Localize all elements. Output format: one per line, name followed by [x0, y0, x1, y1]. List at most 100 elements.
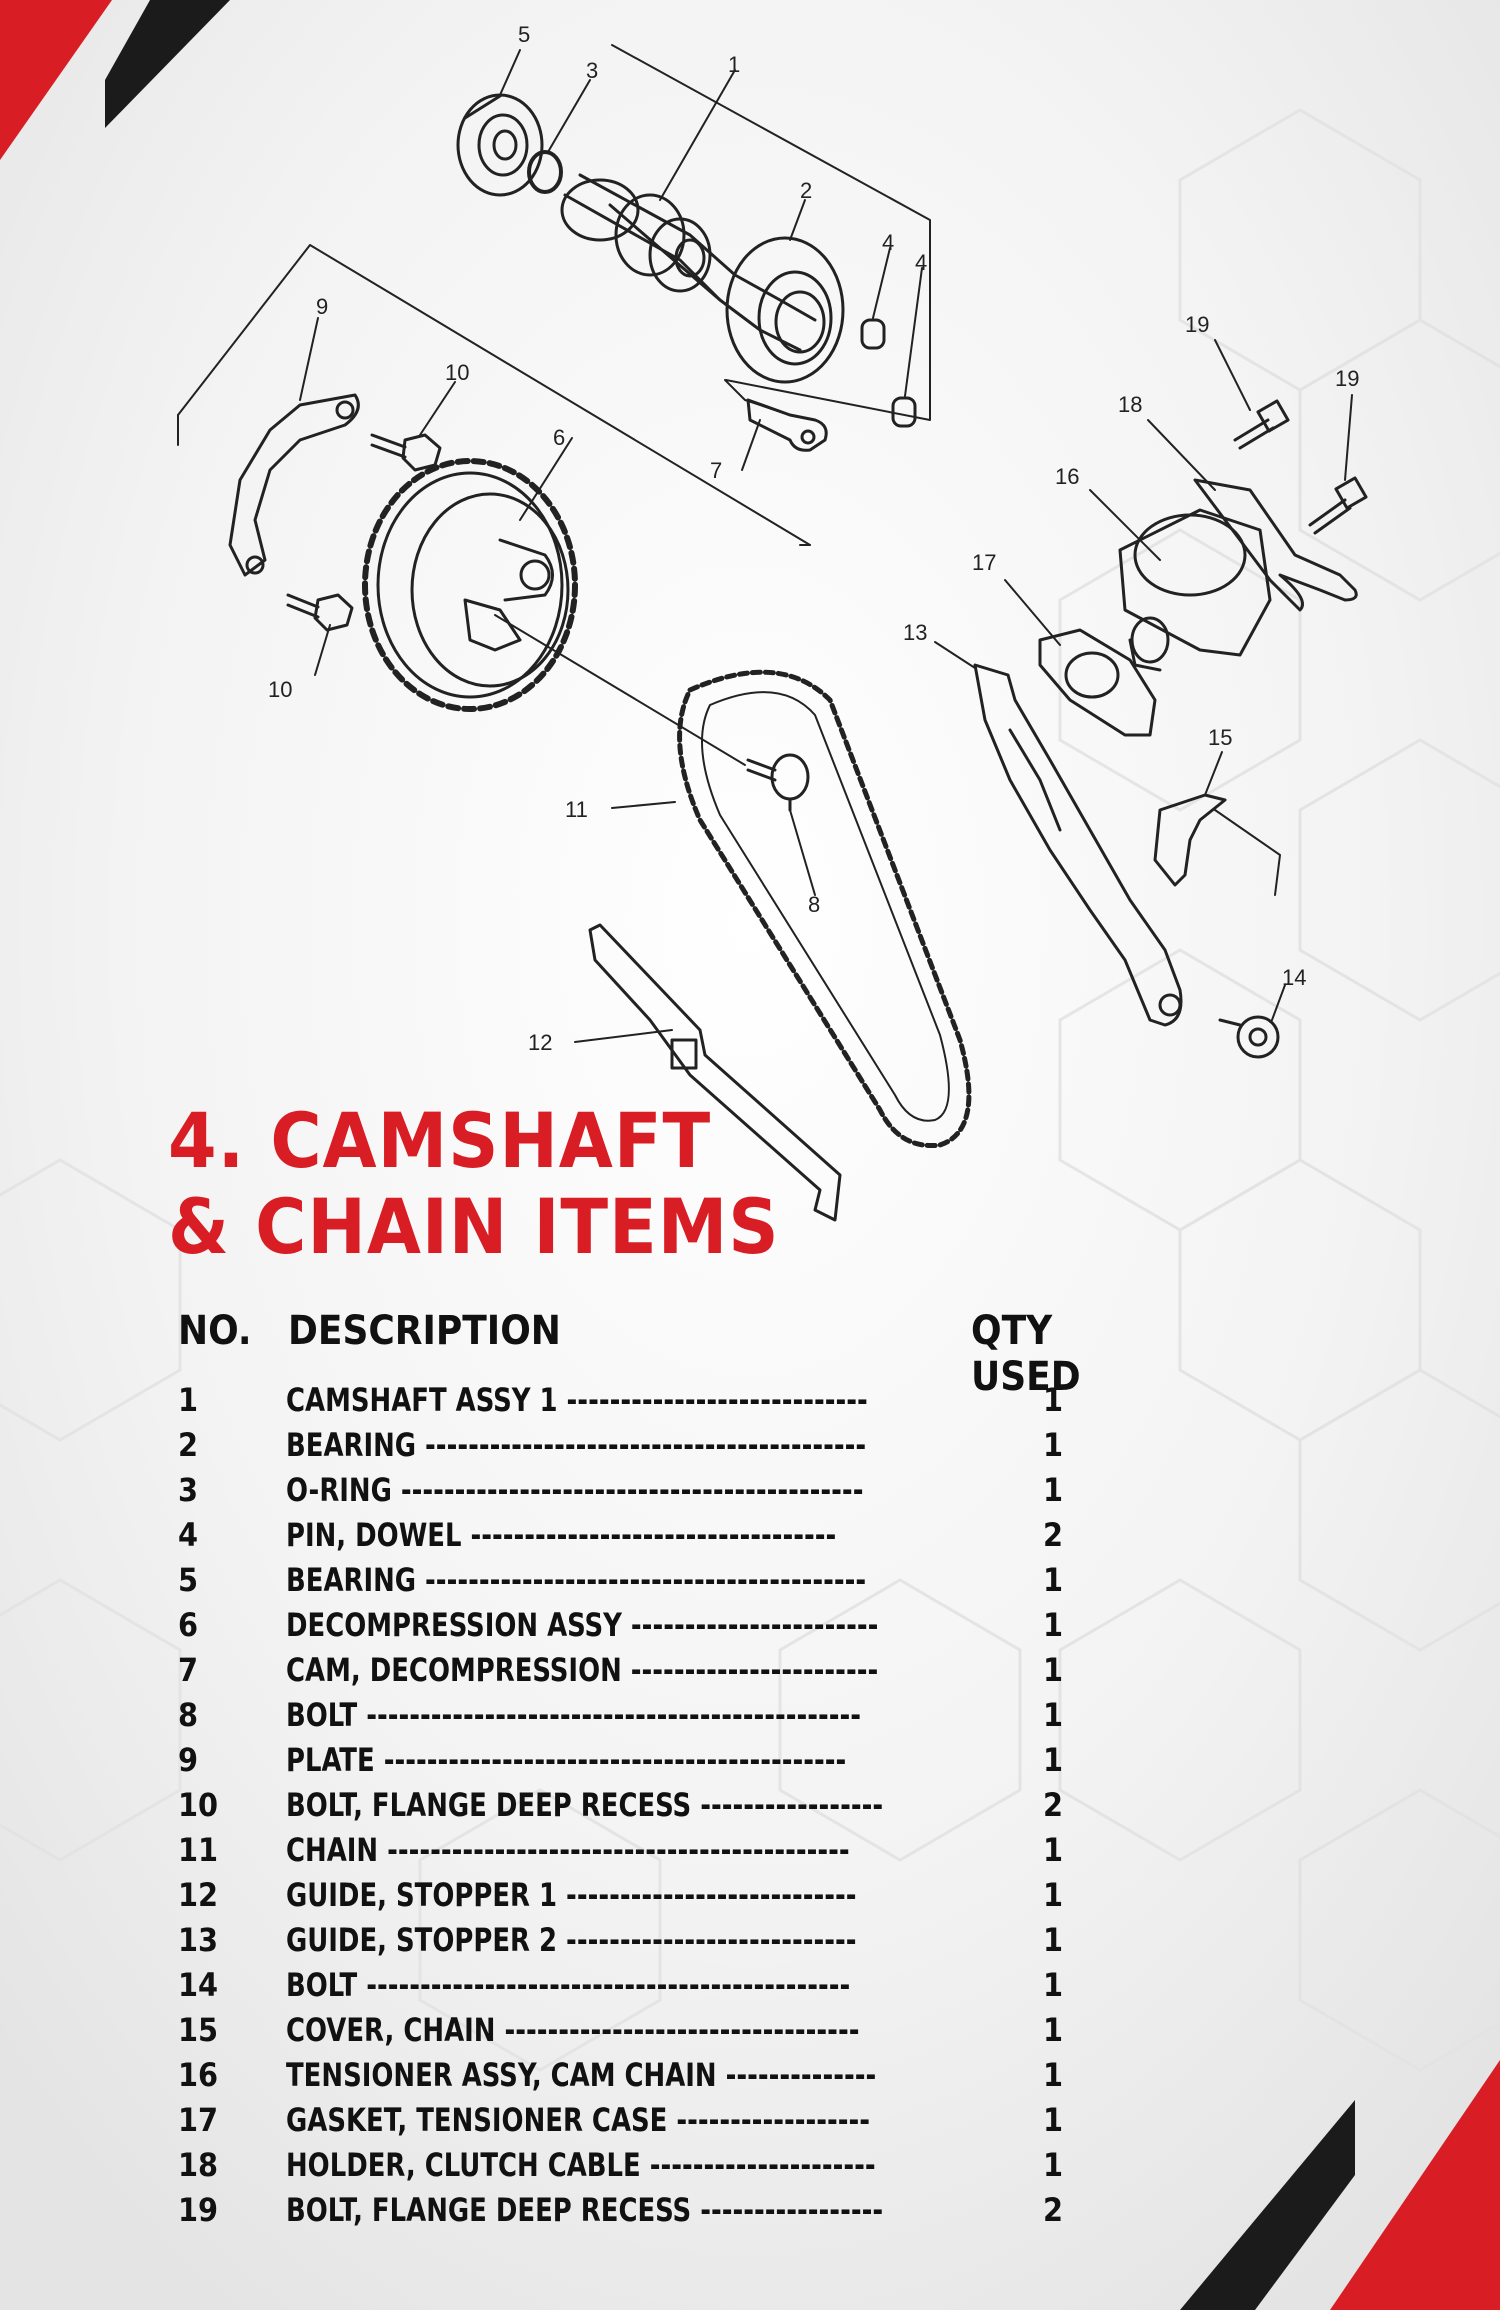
- callout-11: 11: [565, 797, 588, 822]
- callout-9: 9: [316, 294, 328, 319]
- callout-18: 18: [1118, 392, 1142, 417]
- part-3-o-ring: [527, 150, 563, 194]
- row-qty: 2: [1043, 2191, 1064, 2229]
- row-number: 14: [178, 1966, 219, 2004]
- row-description: GUIDE, STOPPER 1 -----------------------…: [286, 1873, 1176, 1918]
- table-row: 9 PLATE ---------------------------------…: [178, 1738, 1158, 1783]
- table-row: 7 CAM, DECOMPRESSION --------------------…: [178, 1648, 1158, 1693]
- row-qty: 1: [1043, 1831, 1064, 1869]
- row-qty: 1: [1043, 1651, 1064, 1689]
- callout-5: 5: [518, 22, 530, 47]
- corner-stripe-top-left: [0, 0, 230, 160]
- row-description-text: COVER, CHAIN ---------------------------…: [286, 2011, 860, 2049]
- row-description: BOLT -----------------------------------…: [286, 1963, 1176, 2008]
- row-description: PLATE ----------------------------------…: [286, 1738, 1176, 1783]
- table-header: NO. DESCRIPTION QTY USED: [178, 1308, 1158, 1400]
- part-1-camshaft: [560, 173, 817, 352]
- part-13-stopper-guide-2: [973, 663, 1183, 1027]
- row-qty: 1: [1043, 2056, 1064, 2094]
- part-17-gasket: [1038, 628, 1157, 737]
- row-qty: 1: [1043, 1606, 1064, 1644]
- row-description-text: GASKET, TENSIONER CASE -----------------…: [286, 2101, 871, 2139]
- row-qty: 1: [1043, 1921, 1064, 1959]
- row-qty: 1: [1043, 1741, 1064, 1779]
- row-qty: 2: [1043, 1786, 1064, 1824]
- part-7-decompression-cam: [724, 379, 828, 452]
- callout-4b: 4: [915, 250, 927, 275]
- callout-19a: 19: [1185, 312, 1209, 337]
- table-row: 6 DECOMPRESSION ASSY --------------------…: [178, 1603, 1158, 1648]
- part-18-clutch-cable-holder: [1193, 478, 1358, 612]
- row-number: 1: [178, 1381, 199, 1419]
- row-description: O-RING ---------------------------------…: [286, 1468, 1176, 1513]
- row-number: 16: [178, 2056, 219, 2094]
- row-description: HOLDER, CLUTCH CABLE -------------------…: [286, 2143, 1176, 2188]
- row-qty: 2: [1043, 1516, 1064, 1554]
- row-qty: 1: [1043, 1381, 1064, 1419]
- row-number: 9: [178, 1741, 199, 1779]
- callout-4a: 4: [882, 230, 894, 255]
- row-description-text: HOLDER, CLUTCH CABLE -------------------…: [286, 2146, 876, 2184]
- row-number: 7: [178, 1651, 199, 1689]
- row-qty: 1: [1043, 1696, 1064, 1734]
- row-number: 13: [178, 1921, 219, 1959]
- row-number: 2: [178, 1426, 199, 1464]
- part-12-stopper-guide-1: [588, 923, 842, 1222]
- row-description-text: PLATE ----------------------------------…: [286, 1741, 847, 1779]
- row-description: GASKET, TENSIONER CASE -----------------…: [286, 2098, 1176, 2143]
- row-qty: 1: [1043, 2011, 1064, 2049]
- header-no: NO.: [178, 1308, 252, 1354]
- table-row: 13 GUIDE, STOPPER 2 ---------------------…: [178, 1918, 1158, 1963]
- row-description: BOLT, FLANGE DEEP RECESS ---------------…: [286, 1783, 1176, 1828]
- row-description-text: CHAIN ----------------------------------…: [286, 1831, 850, 1869]
- row-description-text: O-RING ---------------------------------…: [286, 1471, 864, 1509]
- row-number: 11: [178, 1831, 219, 1869]
- part-8-bolt: [746, 753, 810, 812]
- corner-stripe-bottom-right: [1180, 2060, 1500, 2310]
- page-title: 4. CAMSHAFT & CHAIN ITEMS: [168, 1098, 780, 1270]
- row-description-text: CAM, DECOMPRESSION ---------------------…: [286, 1651, 879, 1689]
- part-2-bearing: [725, 236, 845, 384]
- row-description: BOLT, FLANGE DEEP RECESS ---------------…: [286, 2188, 1176, 2233]
- row-description: BEARING --------------------------------…: [286, 1423, 1176, 1468]
- callout-8: 8: [808, 892, 820, 917]
- hexagon-pattern: [0, 108, 1500, 2072]
- callout-19b: 19: [1335, 366, 1359, 391]
- callout-14: 14: [1282, 965, 1306, 990]
- row-number: 19: [178, 2191, 219, 2229]
- row-description: CAM, DECOMPRESSION ---------------------…: [286, 1648, 1176, 1693]
- part-14-bolt: [1218, 1015, 1280, 1059]
- row-description-text: BOLT -----------------------------------…: [286, 1696, 862, 1734]
- row-description-text: GUIDE, STOPPER 2 -----------------------…: [286, 1921, 857, 1959]
- callout-10a: 10: [445, 360, 469, 385]
- row-description-text: BOLT, FLANGE DEEP RECESS ---------------…: [286, 2191, 884, 2229]
- row-description-text: BOLT -----------------------------------…: [286, 1966, 851, 2004]
- exploded-parts-diagram: 5 3 1 2 4 4 7 9 10 6 10 11 8 12 13 14 15…: [177, 22, 1368, 1222]
- row-description: TENSIONER ASSY, CAM CHAIN --------------: [286, 2053, 1176, 2098]
- callout-13: 13: [903, 620, 927, 645]
- callout-12: 12: [528, 1030, 552, 1055]
- row-description-text: DECOMPRESSION ASSY ---------------------…: [286, 1606, 879, 1644]
- callout-15: 15: [1208, 725, 1232, 750]
- row-number: 17: [178, 2101, 219, 2139]
- part-5-bearing: [456, 93, 544, 197]
- row-description: BOLT -----------------------------------…: [286, 1693, 1176, 1738]
- callout-16: 16: [1055, 464, 1079, 489]
- diagram-callouts: 5 3 1 2 4 4 7 9 10 6 10 11 8 12 13 14 15…: [268, 22, 1359, 1055]
- row-description: DECOMPRESSION ASSY ---------------------…: [286, 1603, 1176, 1648]
- row-description-text: GUIDE, STOPPER 1 -----------------------…: [286, 1876, 857, 1914]
- callout-10b: 10: [268, 677, 292, 702]
- row-description-text: PIN, DOWEL -----------------------------…: [286, 1516, 837, 1554]
- row-number: 6: [178, 1606, 199, 1644]
- part-15-chain-cover: [1153, 793, 1281, 896]
